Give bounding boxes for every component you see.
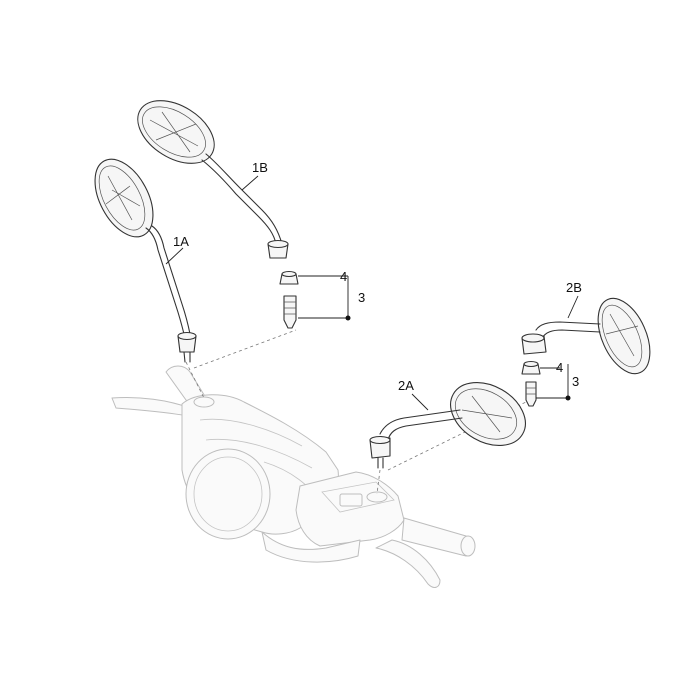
callout-labels: 1A 1B 4 3 2B 4 3 2A	[173, 160, 582, 393]
label-1a: 1A	[173, 234, 189, 249]
headlight	[185, 448, 271, 540]
label-nut-left: 4	[340, 269, 347, 284]
right-brake-lever	[375, 539, 441, 588]
right-mirror-mount	[366, 491, 388, 503]
right-hardware	[521, 360, 541, 407]
left-brake-lever	[111, 397, 191, 417]
mirror-1b	[137, 100, 289, 259]
leader-lines	[165, 175, 579, 411]
label-1b: 1B	[252, 160, 268, 175]
mirror-2b	[521, 297, 651, 375]
label-nut-right: 4	[556, 360, 563, 375]
assembly-guide-lines	[185, 329, 531, 495]
mirror-2a	[369, 382, 526, 469]
label-2b: 2B	[566, 280, 582, 295]
label-2a: 2A	[398, 378, 414, 393]
dash-panel	[295, 471, 405, 547]
handlebar-assembly	[111, 365, 476, 588]
mirror-1a	[94, 158, 197, 363]
label-bolt-left: 3	[358, 290, 365, 305]
label-bolt-right: 3	[572, 374, 579, 389]
left-mirror-mount	[193, 396, 215, 408]
left-hardware	[279, 270, 299, 329]
bolt-left	[283, 295, 297, 329]
